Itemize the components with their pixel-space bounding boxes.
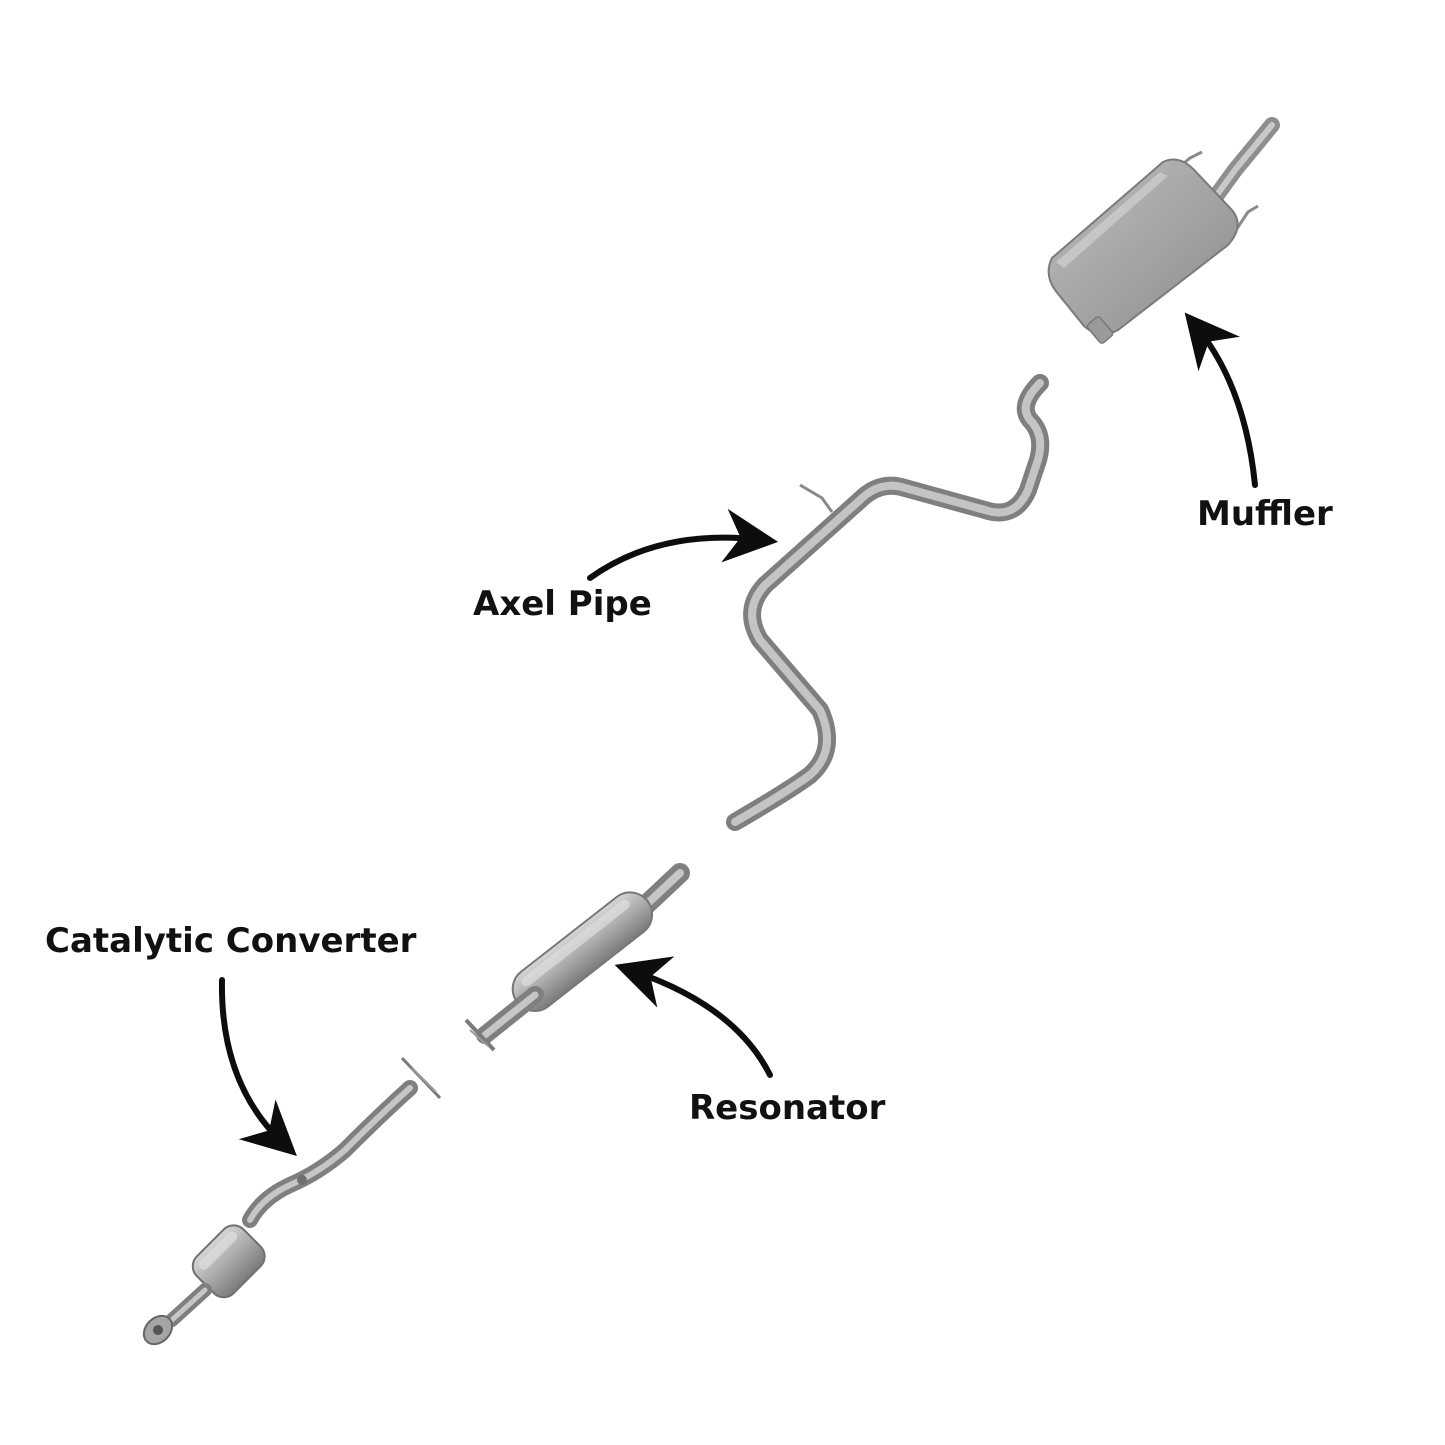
axel-pipe-label: Axel Pipe: [473, 587, 652, 621]
resonator-arrow: [630, 970, 770, 1075]
catalytic-converter-label: Catalytic Converter: [45, 924, 416, 958]
resonator-part: [466, 873, 680, 1050]
resonator-label: Resonator: [689, 1091, 885, 1125]
muffler-part: [1049, 125, 1272, 344]
muffler-arrow: [1195, 325, 1255, 485]
catalytic-converter-arrow: [222, 980, 285, 1145]
catalytic-converter-part: [138, 1058, 440, 1350]
axel-pipe-arrow: [590, 538, 762, 578]
muffler-label: Muffler: [1197, 497, 1333, 531]
axel-pipe-part: [735, 383, 1040, 822]
